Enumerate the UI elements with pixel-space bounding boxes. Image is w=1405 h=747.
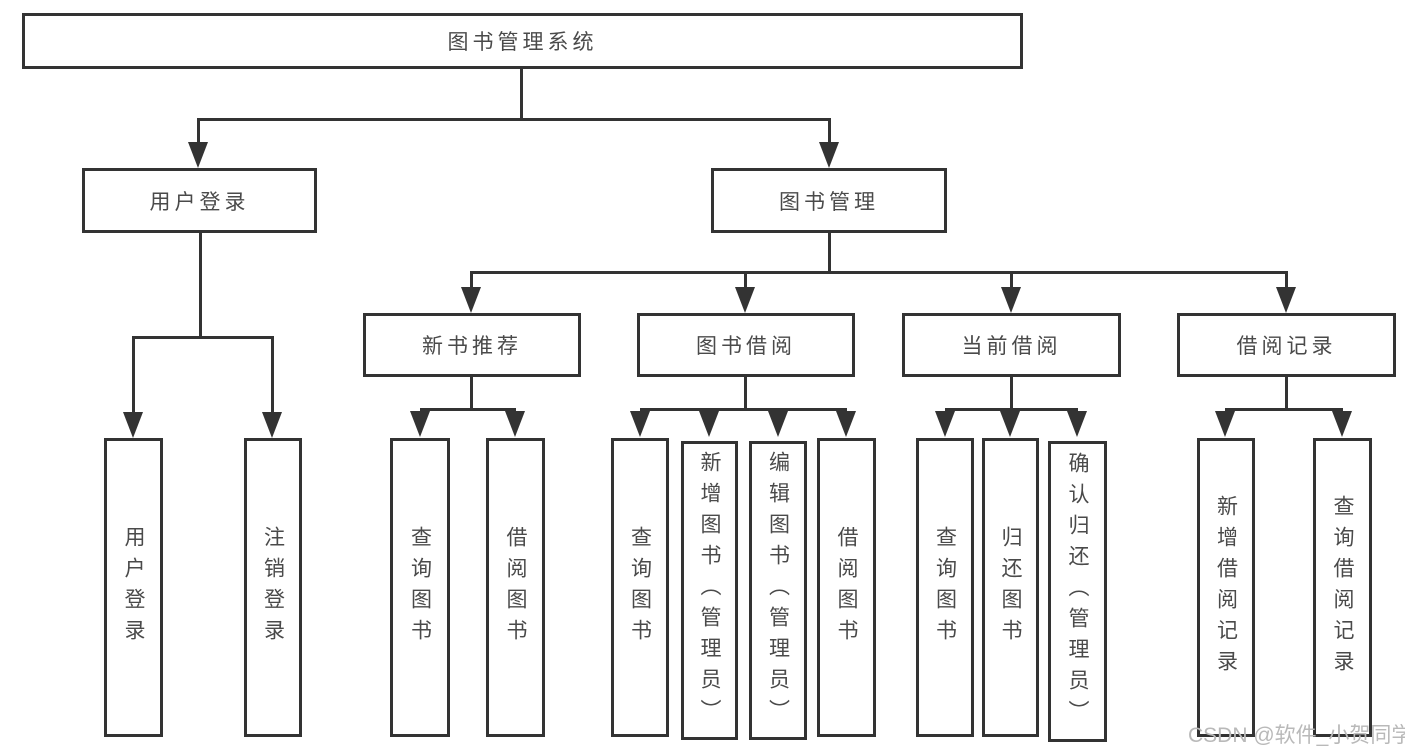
node-borrowing-records: 借阅记录 [1177, 313, 1396, 377]
connector-bar [1225, 408, 1343, 411]
node-label: 编辑图书（管理员） [766, 451, 790, 730]
connector-stem [1285, 377, 1288, 410]
connector-bar [470, 271, 1287, 274]
node-book-borrowing: 图书借阅 [637, 313, 855, 377]
leaf-borrow-books-borrowing: 借阅图书 [817, 438, 876, 737]
node-user-login-branch: 用户登录 [82, 168, 317, 233]
leaf-query-borrow-record: 查询借阅记录 [1313, 438, 1372, 737]
arrowhead-icon [1000, 411, 1020, 437]
arrowhead-icon [1215, 411, 1235, 437]
arrowhead-icon [630, 411, 650, 437]
node-label: 借阅记录 [1236, 335, 1337, 358]
arrowhead-icon [1067, 411, 1087, 437]
node-label: 新增图书（管理员） [698, 451, 721, 730]
node-label: 借阅图书 [504, 525, 527, 650]
connector-bar [132, 336, 274, 339]
csdn-watermark: CSDN @软件_小贺同学 [1188, 724, 1405, 747]
arrowhead-icon [505, 411, 525, 437]
leaf-confirm-return-admin: 确认归还（管理员） [1048, 441, 1107, 742]
arrowhead-icon [768, 411, 788, 437]
connector-stem [199, 233, 202, 339]
node-label: 用户登录 [149, 190, 250, 214]
arrowhead-icon [1276, 287, 1296, 313]
connector-stem [1010, 377, 1013, 410]
arrowhead-icon [123, 412, 143, 438]
arrowhead-icon [262, 412, 282, 438]
node-label: 当前借阅 [961, 335, 1062, 358]
arrowhead-icon [410, 411, 430, 437]
arrowhead-icon [1001, 287, 1021, 313]
connector-bar [640, 408, 847, 411]
connector-drop [197, 118, 200, 148]
leaf-edit-books-admin: 编辑图书（管理员） [749, 441, 807, 740]
leaf-add-borrow-record: 新增借阅记录 [1197, 438, 1255, 737]
leaf-add-books-admin: 新增图书（管理员） [681, 441, 738, 740]
arrowhead-icon [1332, 411, 1352, 437]
leaf-query-books-recommend: 查询图书 [390, 438, 450, 737]
leaf-logout: 注销登录 [244, 438, 302, 737]
node-label: 查询图书 [628, 525, 652, 650]
connector-bar [945, 408, 1078, 411]
leaf-user-login: 用户登录 [104, 438, 163, 737]
node-label: 归还图书 [999, 525, 1022, 650]
node-label: 用户登录 [122, 525, 145, 650]
arrowhead-icon [188, 142, 208, 168]
connector-drop [828, 118, 831, 148]
leaf-borrow-books-recommend: 借阅图书 [486, 438, 545, 737]
arrowhead-icon [461, 287, 481, 313]
node-label: 新书推荐 [422, 335, 522, 358]
node-label: 确认归还（管理员） [1066, 452, 1089, 731]
node-label: 查询借阅记录 [1331, 494, 1354, 681]
connector-drop [470, 271, 473, 291]
connector-drop [1010, 271, 1013, 291]
node-label: 图书管理 [779, 190, 879, 214]
leaf-query-books-borrowing: 查询图书 [611, 438, 669, 737]
node-label: 新增借阅记录 [1214, 494, 1238, 681]
arrowhead-icon [699, 411, 719, 437]
arrowhead-icon [935, 411, 955, 437]
arrowhead-icon [836, 411, 856, 437]
connector-drop [744, 271, 747, 291]
node-new-book-recommend: 新书推荐 [363, 313, 581, 377]
connector-root-stem [520, 69, 523, 121]
connector-drop [1285, 271, 1288, 291]
connector-bar [420, 408, 516, 411]
connector-drop [271, 336, 274, 418]
leaf-query-books-current: 查询图书 [916, 438, 974, 737]
node-label: 图书借阅 [696, 335, 796, 358]
connector-root-bar [197, 118, 830, 121]
connector-stem [744, 377, 747, 410]
connector-stem [828, 233, 831, 274]
node-label: 查询图书 [933, 525, 957, 650]
connector-drop [132, 336, 135, 418]
node-label: 查询图书 [408, 525, 432, 650]
node-label: 借阅图书 [835, 525, 858, 650]
node-label: 图书管理系统 [447, 31, 598, 54]
node-root-library-system: 图书管理系统 [22, 13, 1023, 69]
node-label: 注销登录 [261, 525, 285, 650]
arrowhead-icon [819, 142, 839, 168]
leaf-return-books: 归还图书 [982, 438, 1039, 737]
arrowhead-icon [735, 287, 755, 313]
node-current-borrowing: 当前借阅 [902, 313, 1121, 377]
connector-stem [470, 377, 473, 410]
node-book-management-branch: 图书管理 [711, 168, 947, 233]
